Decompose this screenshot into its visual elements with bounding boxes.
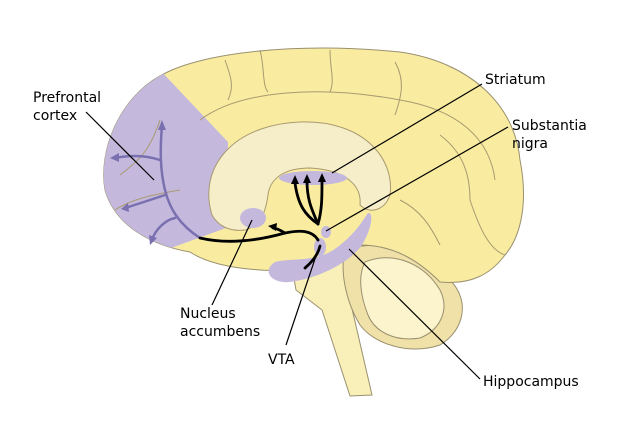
label-nucleus-accumbens: Nucleus accumbens bbox=[180, 306, 261, 340]
label-vta: VTA bbox=[268, 352, 295, 368]
label-striatum: Striatum bbox=[485, 72, 546, 88]
pathway-arrowheads bbox=[268, 173, 326, 231]
leader-lines bbox=[85, 83, 509, 380]
striatum-region bbox=[279, 171, 347, 185]
nucleus-accumbens-region bbox=[240, 208, 266, 228]
label-hippocampus: Hippocampus bbox=[483, 374, 579, 390]
branch-arrowheads bbox=[110, 120, 166, 245]
label-substantia-nigra: Substantia nigra bbox=[512, 118, 587, 152]
substantia-nigra-region bbox=[321, 226, 331, 238]
hippocampus-region bbox=[268, 212, 372, 283]
label-prefrontal-cortex: Prefrontal cortex bbox=[33, 90, 102, 124]
cerebrum bbox=[103, 47, 524, 284]
dopamine-pathways bbox=[198, 178, 324, 270]
cerebellum-inner bbox=[360, 257, 445, 340]
